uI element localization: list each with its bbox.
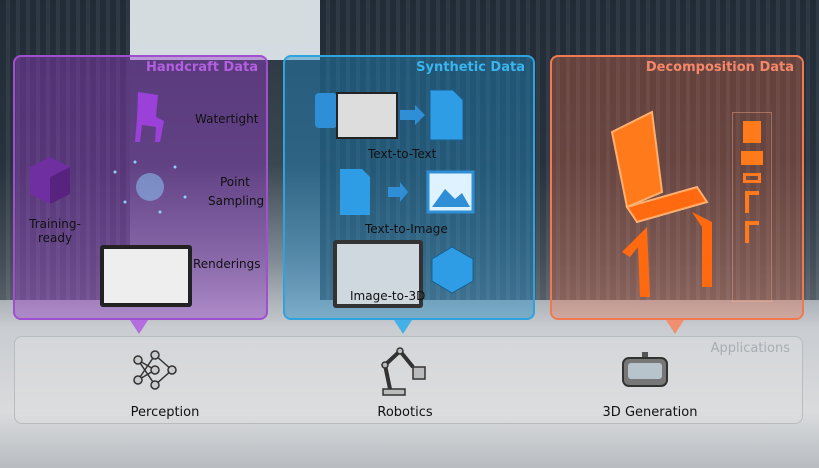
arrow-down-icon: [666, 320, 684, 334]
arrow-down-icon: [130, 320, 148, 334]
tablet-image-to-3d: [333, 240, 423, 308]
arrow-down-icon: [394, 320, 412, 334]
3d-generation-label: 3D Generation: [602, 405, 698, 420]
synthetic-data-panel: Synthetic Data Text-to-Text Text-to-Imag…: [283, 55, 535, 320]
panel-title: Synthetic Data: [416, 60, 525, 75]
background-window: [130, 0, 320, 60]
perception-label: Perception: [130, 405, 200, 420]
document-icon: [429, 89, 464, 141]
robot-icon: [315, 93, 337, 128]
point-cloud-icon: [113, 160, 187, 214]
panel-title: Decomposition Data: [645, 60, 794, 75]
tablet-renderings: [100, 245, 192, 307]
text-to-text-label: Text-to-Text: [368, 147, 437, 161]
robotics-label: Robotics: [377, 405, 433, 420]
text-to-image-label: Text-to-Image: [365, 222, 448, 236]
arrow-icon: [388, 182, 408, 202]
text-to-text-icons: [315, 89, 464, 141]
arrow-icon: [400, 105, 425, 125]
cube-icon: [431, 246, 474, 294]
renderings-label: Renderings: [193, 257, 261, 271]
decomposition-data-panel: Decomposition Data: [550, 55, 804, 320]
panel-title: Handcraft Data: [145, 60, 258, 75]
document-icon: [340, 169, 370, 215]
applications-panel: Applications Perception Robotics 3D Gene…: [14, 336, 803, 424]
point-sampling-label: Sampling: [208, 194, 265, 208]
watertight-label: Watertight: [195, 112, 259, 126]
image-to-3d-label: Image-to-3D: [350, 289, 426, 303]
chair-icon: [135, 92, 164, 142]
box-icon: [30, 157, 70, 204]
neural-network-icon: [133, 350, 177, 390]
training-ready-label: Training-ready: [29, 217, 81, 245]
robot-arm-icon: [381, 347, 426, 396]
point-label: Point: [220, 175, 250, 189]
handcraft-data-panel: Handcraft Data Watertight Point Sampling…: [13, 55, 268, 320]
applications-title: Applications: [710, 341, 790, 356]
text-to-image-icons: [340, 169, 475, 215]
orange-chair-icon: [610, 110, 712, 297]
vr-headset-icon: [622, 352, 668, 387]
exploded-parts: [732, 112, 772, 302]
